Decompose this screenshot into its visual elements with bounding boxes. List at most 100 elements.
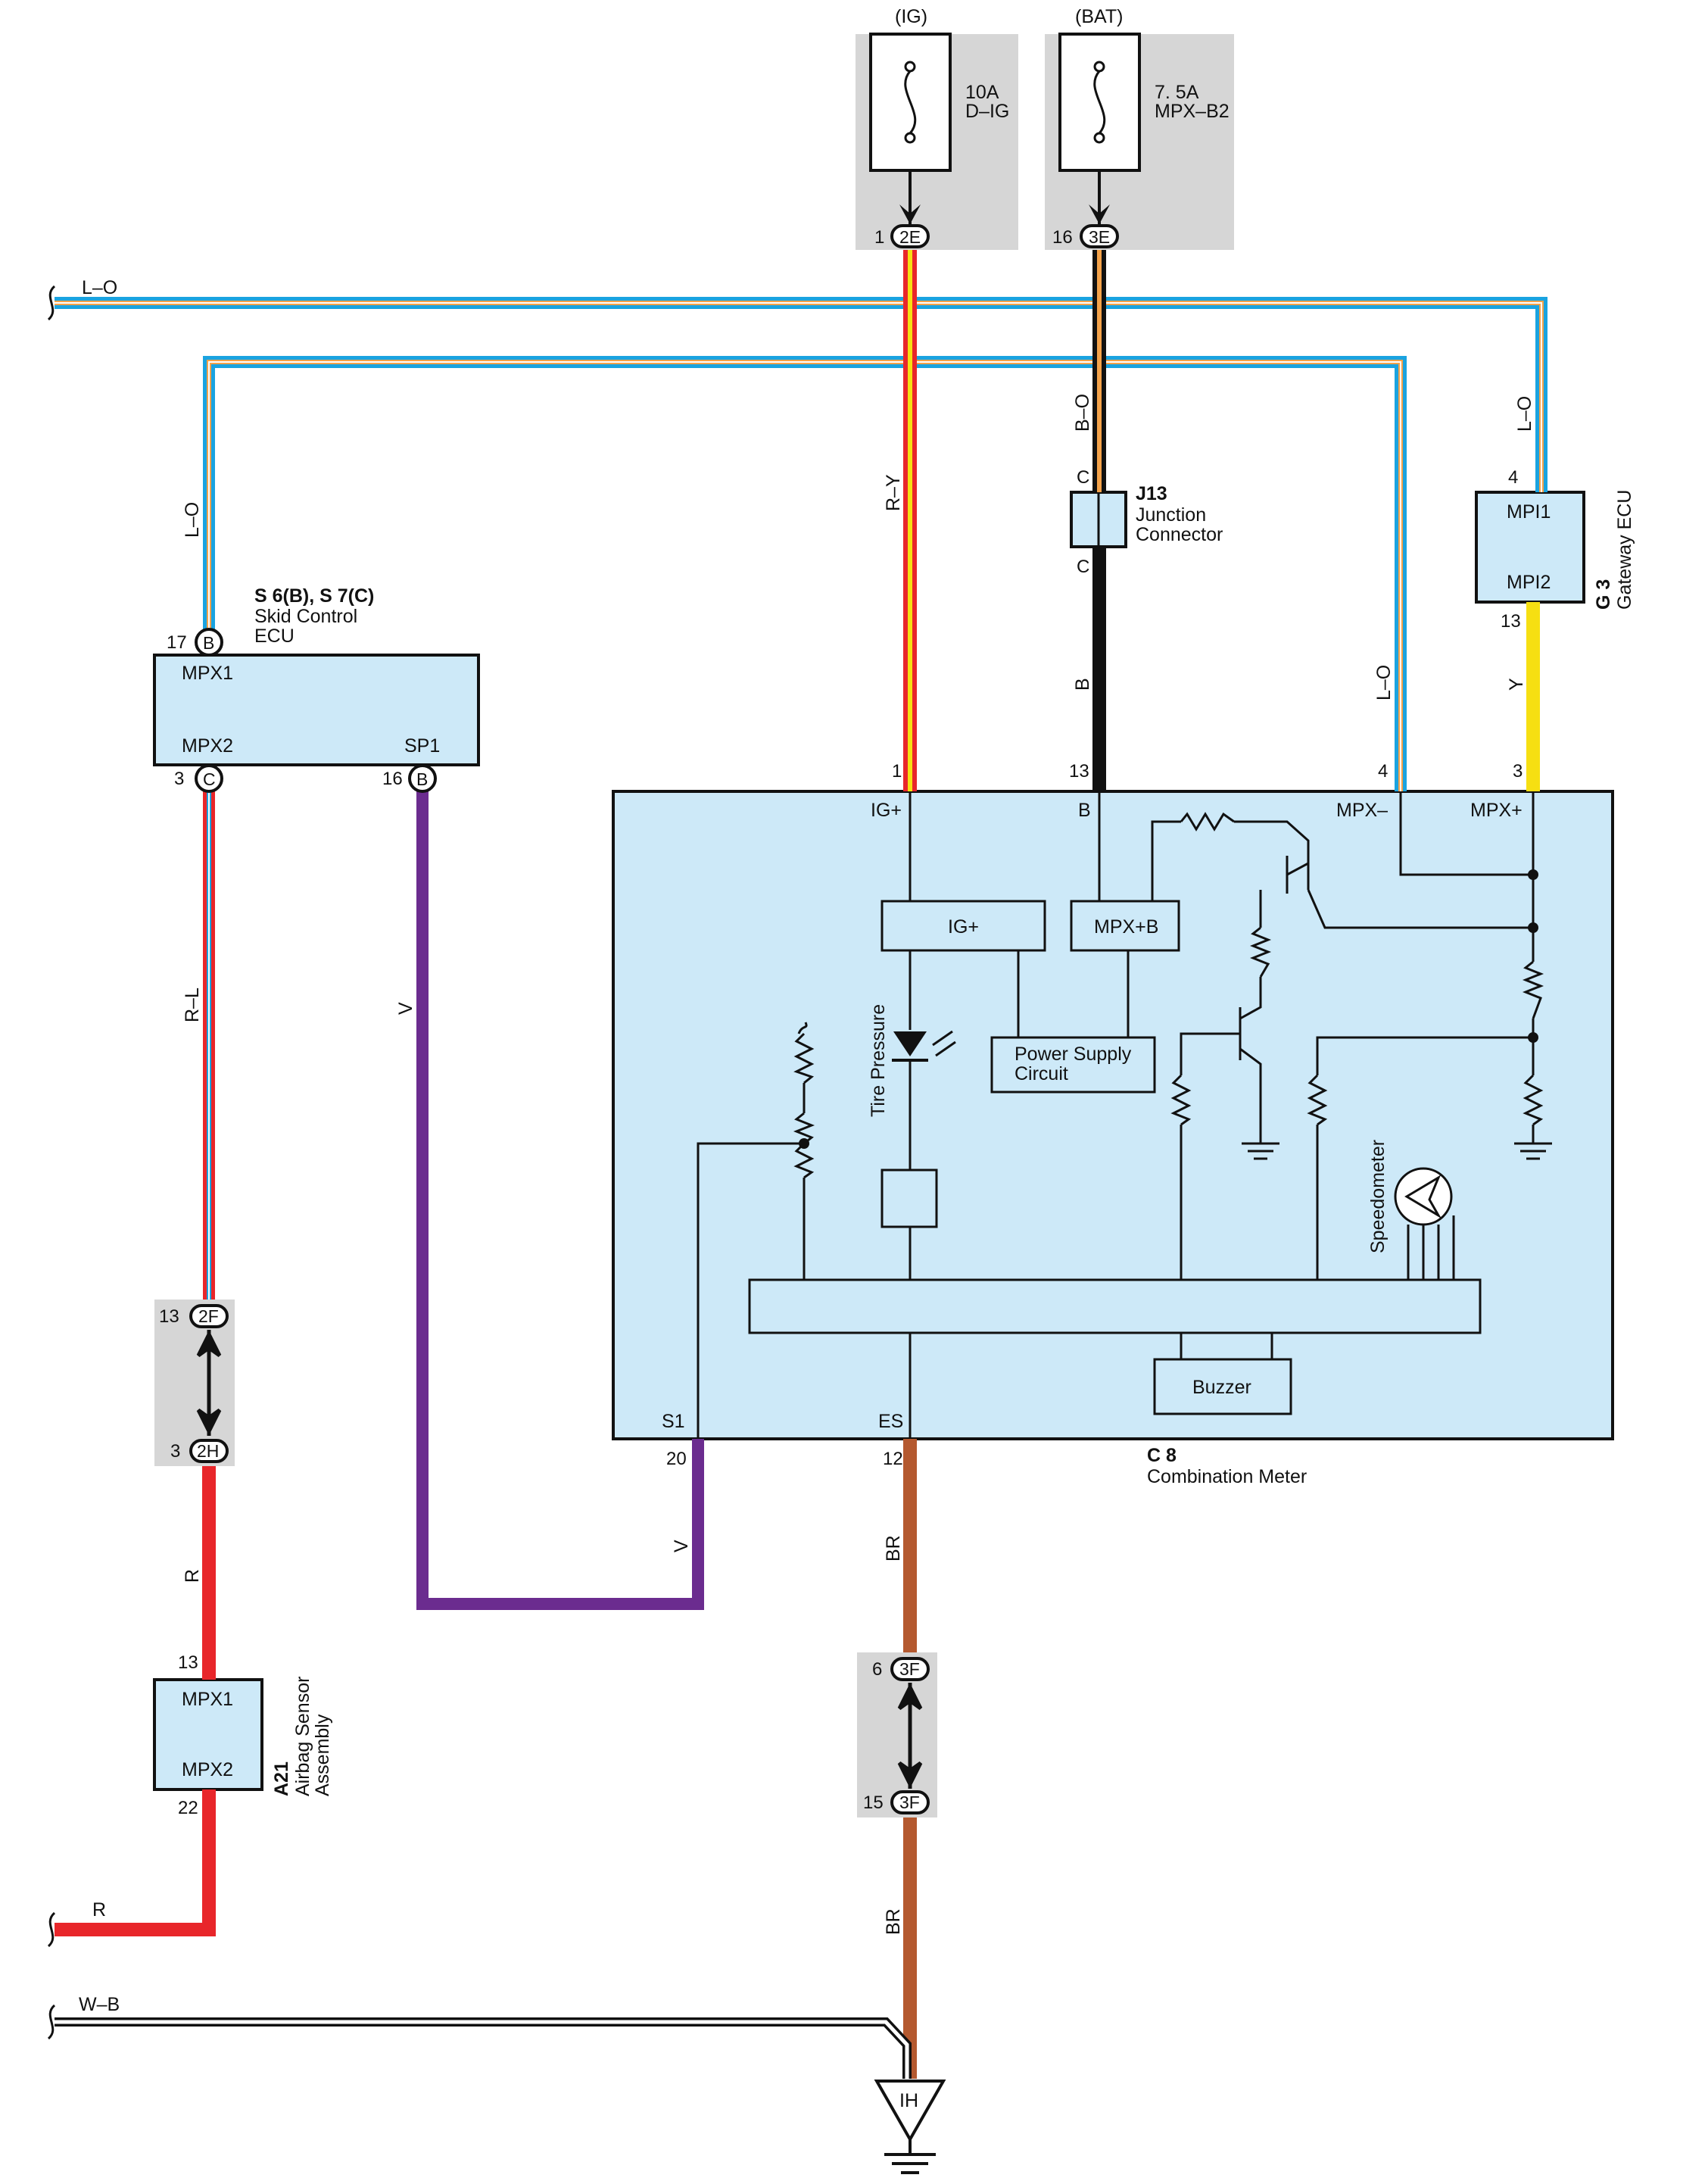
airbag-name-1: Airbag Sensor [292,1677,313,1796]
meter-pin-es: 12 [883,1449,903,1469]
break-mark-wb [47,2004,56,2040]
skid-control-ecu [153,654,480,766]
meter-terminal-mpxm: MPX– [1336,800,1388,821]
wire-label-y: Y [1506,678,1527,691]
block-processor-bus [748,1278,1482,1334]
junction-name-1: Junction [1136,504,1206,526]
airbag-code: A21 [271,1761,292,1796]
meter-pin-s1: 20 [666,1449,687,1469]
skid-ecu-pin-mpx2: 3 [174,769,184,789]
airbag-mpx2: MPX2 [182,1759,233,1780]
c2h-pin: 3 [170,1441,180,1462]
block-tire-pressure-driver [880,1169,938,1228]
fuse-bat-supply: (BAT) [1075,6,1123,27]
meter-pin-b: 13 [1069,761,1089,782]
meter-speedometer: Speedometer [1367,1140,1389,1253]
meter-terminal-s1: S1 [662,1411,685,1432]
fuse-d-ig [869,33,952,172]
wire-label-r-l: R–L [182,988,203,1022]
wire-label-lo-gateway: L–O [1514,396,1535,432]
meter-terminal-ig: IG+ [871,800,902,821]
skid-ecu-mpx2: MPX2 [182,735,233,757]
pill-2h [189,1439,229,1463]
wire-label-lo-meter: L–O [1373,665,1395,700]
pill-2f [189,1304,229,1328]
airbag-pin-bottom: 22 [178,1798,198,1818]
c2h-name: 2H [197,1441,219,1461]
meter-code: C 8 [1147,1445,1177,1466]
wire-label-br2: BR [883,1908,904,1935]
wire-label-r2: R [92,1899,106,1920]
c2f-pin: 13 [159,1306,179,1327]
pin-circle-skid-17 [195,628,223,657]
wire-label-r-y: R–Y [883,474,904,511]
meter-tire-pressure: Tire Pressure [868,1004,889,1117]
pill-2e [890,224,930,248]
gateway-mpi1: MPI1 [1507,501,1551,523]
connector-3f-link [897,1683,923,1789]
c3f-bot-pin: 15 [863,1793,884,1813]
junction-bottom: C [1077,557,1089,577]
gateway-mpi2: MPI2 [1507,572,1551,593]
wire-lo-top [55,297,1547,492]
fuse-arrows [899,204,1110,224]
wire-label-r1: R [182,1569,203,1583]
block-ig-plus [880,900,1046,952]
skid-ecu-pin-top: 17 [167,632,187,653]
skid-ecu-conn-mpx2: C [203,769,216,789]
gateway-code: G 3 [1593,579,1614,610]
gateway-ecu [1475,491,1585,604]
meter-block-ig: IG+ [948,916,979,938]
break-mark-r [47,1911,56,1948]
fuse-ig-connector: 2E [899,227,921,247]
skid-ecu-conn-top: B [203,633,214,653]
pin-circle-skid-3 [195,764,223,793]
fuse-ig-rating: 10A [965,82,999,103]
pill-3f-bottom [890,1790,930,1814]
c3f-top-pin: 6 [872,1659,882,1680]
fuse-ig-name: D–IG [965,101,1009,122]
junction-top: C [1077,467,1089,488]
gateway-pin-bottom: 13 [1501,611,1521,632]
block-buzzer [1153,1358,1292,1415]
meter-nodes [799,869,1538,1149]
wire-label-b: B [1072,678,1093,691]
meter-transistors [1239,856,1289,1060]
fuse-bat-rating: 7. 5A [1155,82,1199,103]
fuse-mpx-b2 [1058,33,1141,172]
ground-ih-label: IH [899,2090,918,2111]
pill-3f-top [890,1657,930,1681]
pin-circle-skid-16 [408,764,437,793]
fuse-bat-connector: 3E [1089,227,1110,247]
skid-ecu-conn-sp1: B [416,769,428,789]
meter-power-2: Circuit [1015,1063,1068,1084]
wire-lo-skid-meter [203,356,1407,791]
speedometer-gauge-icon [1394,1167,1455,1257]
meter-pin-mpxm: 4 [1378,761,1388,782]
fuse-bat-pin: 16 [1052,227,1073,248]
wire-label-b-o: B–O [1072,394,1093,432]
fuse-ig-pin: 1 [874,227,884,248]
skid-ecu-name-2: ECU [254,626,295,647]
skid-ecu-name-1: Skid Control [254,606,357,627]
wire-label-lo-skid: L–O [182,502,203,538]
wire-label-lo-top: L–O [82,277,117,298]
meter-power-1: Power Supply [1015,1044,1132,1065]
meter-pin-mpxp: 3 [1513,761,1523,782]
meter-terminal-b: B [1078,800,1091,821]
c3f-top-name: 3F [899,1659,920,1679]
skid-ecu-code: S 6(B), S 7(C) [254,585,374,607]
wire-v [416,778,704,1610]
junction-name-2: Connector [1136,524,1223,545]
meter-pin-ig: 1 [892,761,902,782]
wire-r-lower [55,1789,216,1936]
gateway-pin-top: 4 [1508,467,1518,488]
airbag-pin-top: 13 [178,1652,198,1673]
tire-pressure-led-icon [892,1030,956,1062]
wire-label-v1: V [395,1002,416,1015]
wire-label-br1: BR [883,1535,904,1562]
wire-label-w-b: W–B [79,1994,120,2015]
block-power-supply [990,1036,1156,1094]
c2f-name: 2F [198,1306,219,1326]
